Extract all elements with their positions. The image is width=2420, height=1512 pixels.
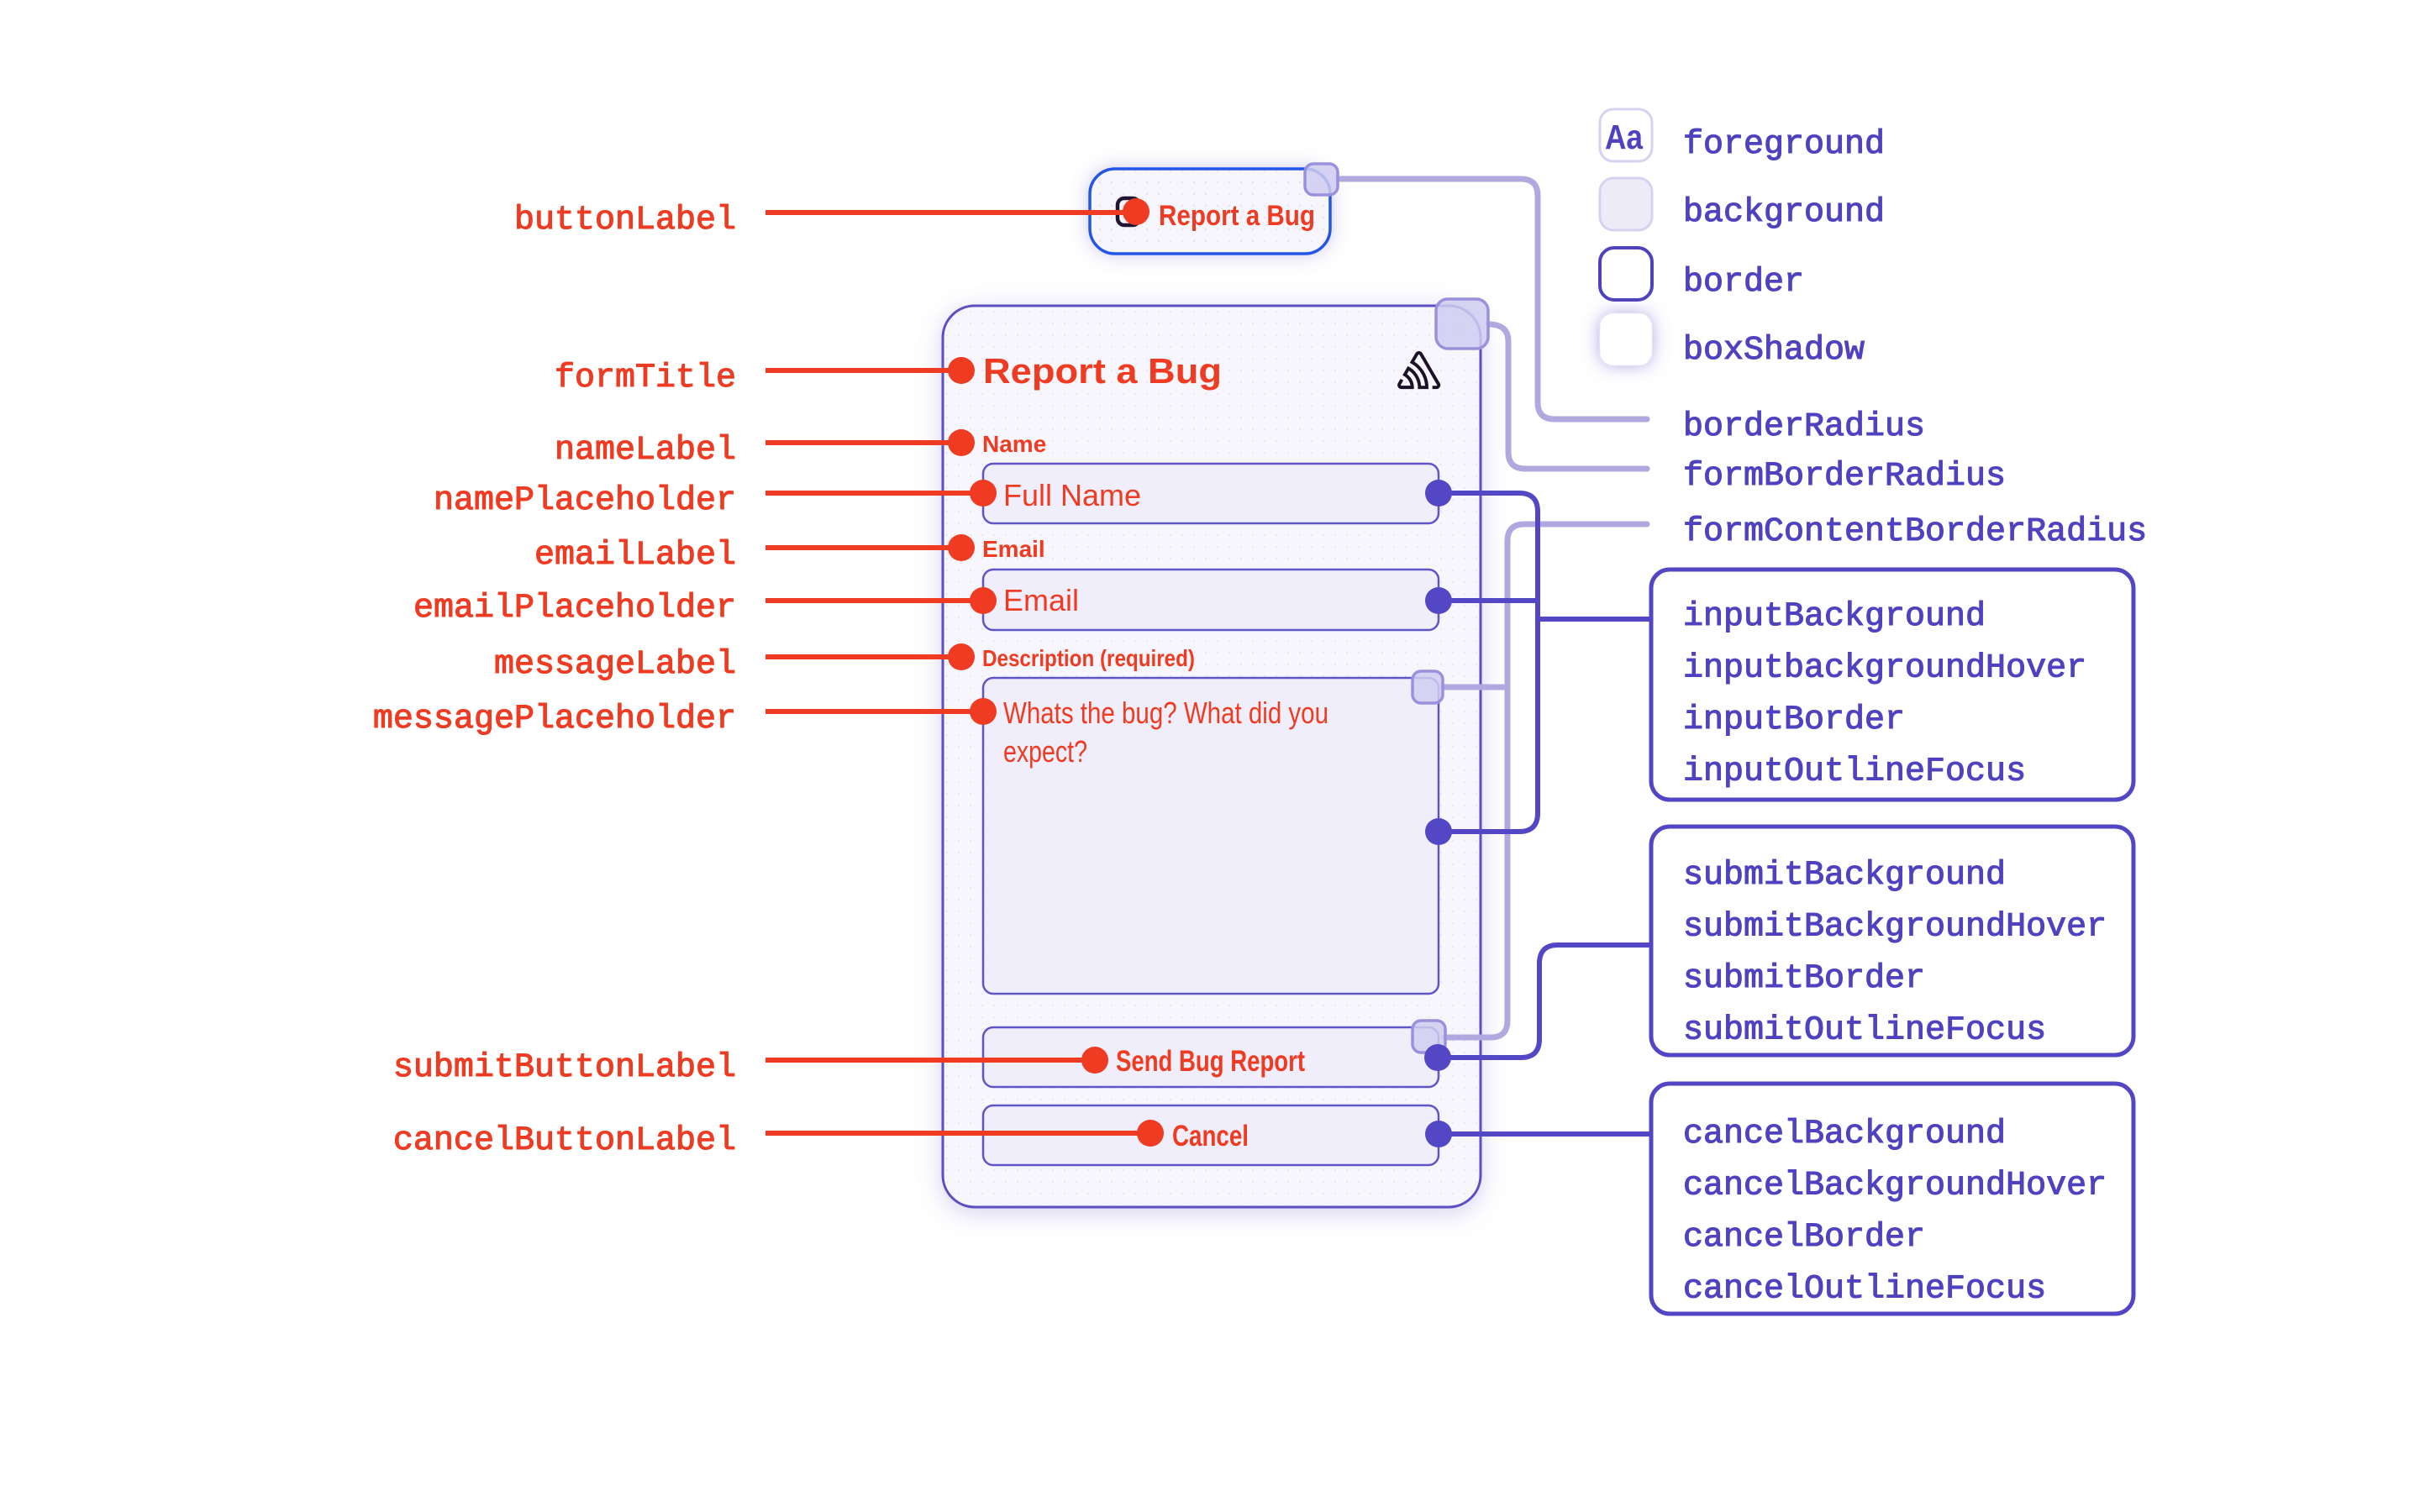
- svg-text:inputOutlineFocus: inputOutlineFocus: [1683, 753, 2026, 791]
- svg-text:buttonLabel: buttonLabel: [514, 202, 736, 239]
- svg-text:Name: Name: [982, 431, 1046, 457]
- svg-text:inputbackgroundHover: inputbackgroundHover: [1683, 650, 2086, 688]
- svg-text:submitBorder: submitBorder: [1683, 960, 1925, 998]
- svg-text:borderRadius: borderRadius: [1683, 408, 1925, 446]
- svg-text:emailLabel: emailLabel: [534, 537, 736, 575]
- svg-text:nameLabel: nameLabel: [555, 432, 736, 470]
- svg-text:Email: Email: [982, 536, 1045, 562]
- svg-text:Description (required): Description (required): [982, 645, 1195, 671]
- svg-text:submitBackground: submitBackground: [1683, 857, 2006, 895]
- svg-text:cancelOutlineFocus: cancelOutlineFocus: [1683, 1271, 2046, 1309]
- svg-text:namePlaceholder: namePlaceholder: [434, 482, 736, 520]
- svg-text:Report a Bug: Report a Bug: [983, 351, 1222, 391]
- svg-text:Whats the bug? What did you: Whats the bug? What did you: [1003, 696, 1328, 730]
- svg-text:formTitle: formTitle: [555, 360, 736, 397]
- svg-text:boxShadow: boxShadow: [1683, 332, 1865, 370]
- svg-text:cancelBackground: cancelBackground: [1683, 1116, 2006, 1153]
- svg-text:Cancel: Cancel: [1172, 1120, 1249, 1152]
- svg-text:submitBackgroundHover: submitBackgroundHover: [1683, 909, 2107, 947]
- svg-text:cancelBorder: cancelBorder: [1683, 1219, 1925, 1257]
- svg-text:cancelButtonLabel: cancelButtonLabel: [393, 1122, 736, 1160]
- svg-text:Email: Email: [1003, 583, 1079, 617]
- svg-text:cancelBackgroundHover: cancelBackgroundHover: [1683, 1168, 2107, 1205]
- svg-text:inputBackground: inputBackground: [1683, 598, 1986, 636]
- svg-text:formBorderRadius: formBorderRadius: [1683, 458, 2006, 496]
- svg-text:messageLabel: messageLabel: [494, 646, 736, 684]
- svg-text:Report a Bug: Report a Bug: [1159, 200, 1315, 232]
- svg-text:expect?: expect?: [1003, 734, 1087, 769]
- svg-text:Send Bug Report: Send Bug Report: [1116, 1045, 1305, 1078]
- svg-text:Full Name: Full Name: [1003, 478, 1141, 512]
- svg-text:background: background: [1683, 194, 1885, 232]
- svg-text:submitOutlineFocus: submitOutlineFocus: [1683, 1012, 2046, 1050]
- svg-text:messagePlaceholder: messagePlaceholder: [373, 701, 736, 738]
- svg-text:Aa: Aa: [1605, 118, 1644, 156]
- svg-text:emailPlaceholder: emailPlaceholder: [413, 590, 736, 627]
- svg-text:border: border: [1683, 264, 1804, 302]
- svg-text:foreground: foreground: [1683, 126, 1885, 164]
- svg-text:formContentBorderRadius: formContentBorderRadius: [1683, 513, 2147, 551]
- svg-text:submitButtonLabel: submitButtonLabel: [393, 1049, 736, 1087]
- svg-text:inputBorder: inputBorder: [1683, 701, 1905, 739]
